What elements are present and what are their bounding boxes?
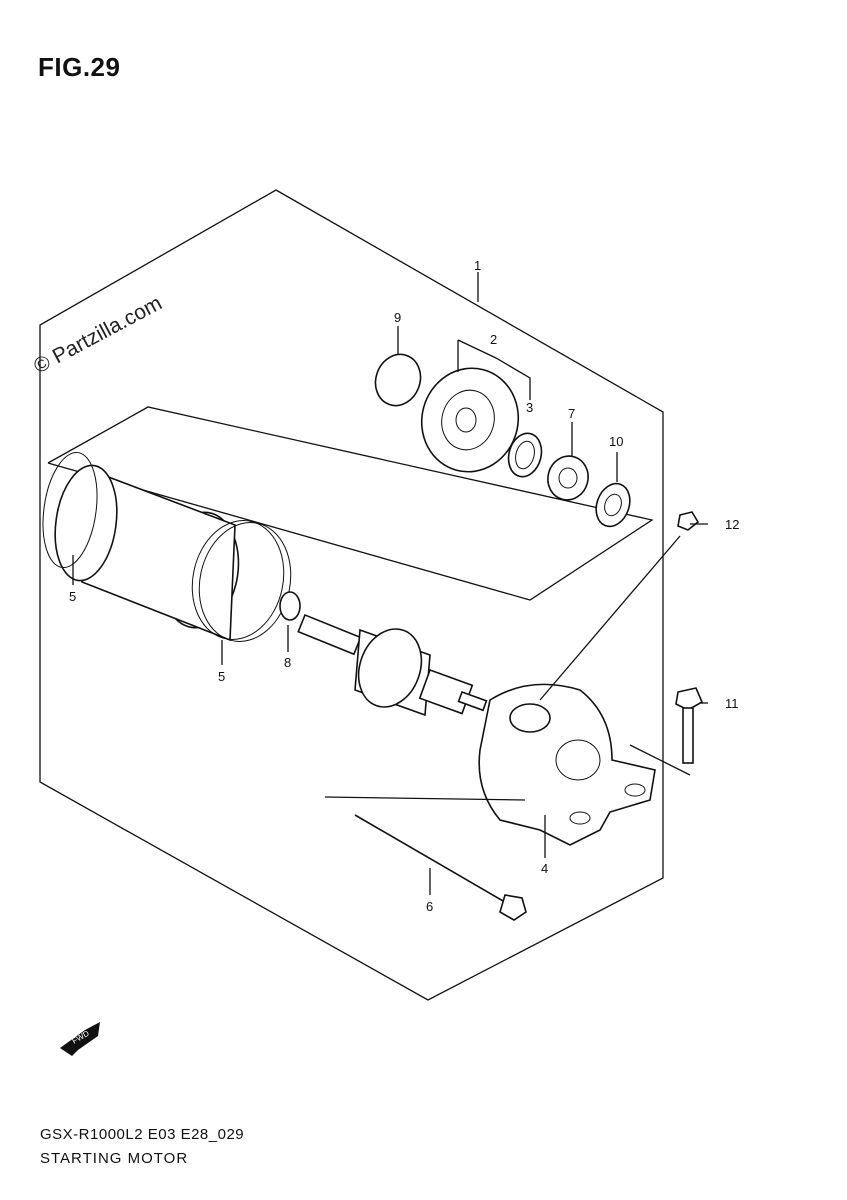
callout-5-yoke[interactable]: 5 — [69, 589, 76, 604]
callout-8[interactable]: 8 — [284, 655, 291, 670]
model-code: GSX-R1000L2 E03 E28_029 — [40, 1126, 245, 1143]
washer[interactable] — [590, 479, 635, 531]
small-screw[interactable] — [677, 511, 700, 531]
callout-1[interactable]: 1 — [474, 258, 481, 273]
end-cover[interactable] — [410, 357, 530, 482]
oil-seal[interactable] — [504, 430, 546, 481]
figure-title: FIG.29 — [38, 52, 121, 82]
callout-6[interactable]: 6 — [426, 899, 433, 914]
callout-9[interactable]: 9 — [394, 310, 401, 325]
callout-12[interactable]: 12 — [725, 517, 739, 532]
motor-bracket[interactable] — [478, 683, 656, 846]
callout-10[interactable]: 10 — [609, 434, 623, 449]
fwd-arrow-icon: FWD — [60, 1022, 100, 1056]
tab-washer[interactable] — [543, 452, 593, 505]
yoke-housing[interactable] — [36, 449, 301, 650]
brush-group-boundary — [47, 406, 654, 601]
o-ring-upper[interactable] — [368, 348, 427, 412]
callout-4[interactable]: 4 — [541, 861, 548, 876]
callout-3[interactable]: 3 — [526, 400, 533, 415]
mounting-bolt[interactable] — [675, 687, 704, 764]
callout-11[interactable]: 11 — [725, 696, 739, 711]
circlip[interactable] — [279, 591, 301, 621]
callout-5-ring[interactable]: 5 — [218, 669, 225, 684]
armature[interactable] — [297, 613, 488, 717]
callout-2[interactable]: 2 — [490, 332, 497, 347]
callout-7[interactable]: 7 — [568, 406, 575, 421]
section-name: STARTING MOTOR — [40, 1150, 189, 1167]
through-bolt[interactable] — [354, 814, 527, 921]
assembly-boundary — [39, 189, 664, 1001]
